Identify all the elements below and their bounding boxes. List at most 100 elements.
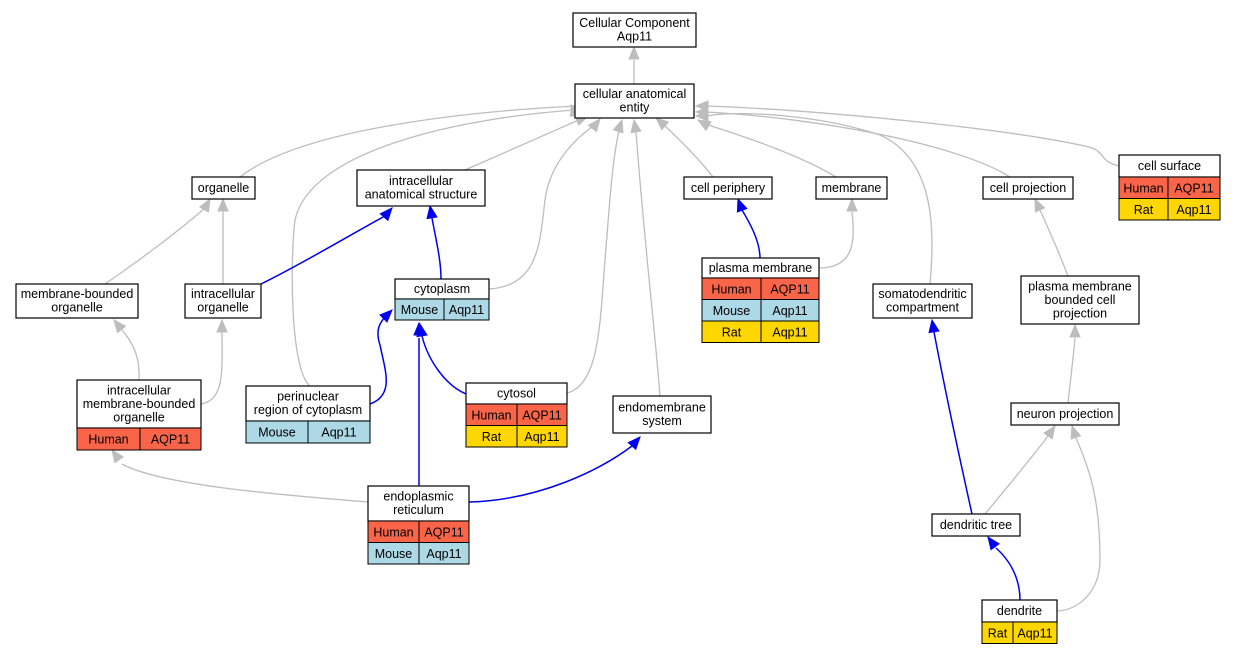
node-label: perinuclear <box>277 390 339 404</box>
node-label: organelle <box>51 301 102 315</box>
edge-ias-to-cae <box>464 115 590 171</box>
edge-line <box>1067 337 1076 404</box>
edge-line <box>488 123 597 290</box>
arrowhead <box>736 197 748 213</box>
node-label: bounded cell <box>1045 293 1116 307</box>
gene-symbol: AQP11 <box>522 408 561 422</box>
arrowhead <box>587 117 601 133</box>
species-name: Human <box>373 525 413 539</box>
edge-imbo-to-io <box>200 318 228 405</box>
edge-er-to-endomem <box>468 436 641 503</box>
gene-symbol: Aqp11 <box>1017 626 1052 640</box>
edge-io-to-organelle <box>217 197 229 284</box>
species-name: Human <box>711 282 751 296</box>
edge-line <box>464 117 584 171</box>
arrowhead <box>846 197 858 212</box>
edge-periphery-to-cae <box>655 117 714 178</box>
arrowhead <box>655 117 670 131</box>
node-box <box>367 485 470 522</box>
node-box <box>76 379 202 429</box>
edge-cytosol-to-cae <box>566 118 624 394</box>
gene-symbol: Aqp11 <box>524 430 559 444</box>
edge-line <box>121 463 369 503</box>
node-label: membrane <box>822 181 882 195</box>
node-organelle[interactable]: organelle <box>191 176 256 200</box>
edge-line <box>635 131 661 397</box>
node-imbo[interactable]: intracellularmembrane-boundedorganelleHu… <box>76 379 202 451</box>
node-label: cytosol <box>497 386 536 400</box>
node-box <box>15 283 139 319</box>
edge-line <box>662 123 714 178</box>
edge-line <box>741 209 761 259</box>
node-box <box>245 385 371 422</box>
node-label: dendritic tree <box>940 518 1012 532</box>
node-label: intracellular <box>191 287 255 301</box>
node-box <box>184 283 262 319</box>
edge-line <box>933 331 973 515</box>
arrowhead <box>111 448 124 464</box>
edge-line <box>705 111 1011 178</box>
gene-cell <box>1167 198 1221 221</box>
node-label: reticulum <box>393 503 444 517</box>
edge-dendrite-to-neuronproj <box>1056 424 1101 612</box>
edge-dtree-to-neuronproj <box>984 424 1056 515</box>
node-label: organelle <box>197 301 248 315</box>
arrowhead <box>413 321 425 336</box>
node-neuronproj[interactable]: neuron projection <box>1010 402 1120 426</box>
edge-line <box>995 547 1021 601</box>
node-box <box>574 83 695 119</box>
node-label: cellular anatomical <box>583 87 687 101</box>
edge-line <box>984 435 1049 515</box>
edge-io-to-ias <box>260 207 393 285</box>
node-membrane[interactable]: membrane <box>815 176 888 200</box>
gene-cell <box>1012 621 1058 644</box>
species-row-mouse: Mouse Aqp11 <box>701 299 820 322</box>
species-name: Mouse <box>401 303 439 317</box>
arrowhead <box>694 100 709 112</box>
arrowhead <box>216 318 228 333</box>
edge-pm-to-membrane <box>818 197 858 269</box>
edge-line <box>705 112 933 285</box>
edge-line <box>200 331 223 405</box>
node-projection[interactable]: cell projection <box>982 176 1074 200</box>
edge-line <box>705 105 1120 167</box>
node-box <box>1010 402 1120 426</box>
node-label: somatodendritic <box>878 287 966 301</box>
arrowhead <box>630 118 642 134</box>
species-name: Mouse <box>713 304 751 318</box>
edge-line <box>468 445 633 503</box>
node-dtree[interactable]: dendritic tree <box>931 513 1021 537</box>
arrowhead <box>928 318 940 334</box>
node-periphery[interactable]: cell periphery <box>683 176 773 200</box>
gene-symbol: AQP11 <box>424 525 463 539</box>
node-label: dendrite <box>997 604 1042 618</box>
node-label: compartment <box>886 301 959 315</box>
gene-symbol: Aqp11 <box>772 304 807 318</box>
gene-symbol: AQP11 <box>151 433 190 447</box>
node-box <box>683 176 773 200</box>
gene-cell <box>418 542 470 565</box>
arrowhead <box>1069 323 1081 338</box>
node-label: endoplasmic <box>383 490 453 504</box>
arrowhead <box>627 436 641 451</box>
node-label: intracellular <box>389 174 453 188</box>
